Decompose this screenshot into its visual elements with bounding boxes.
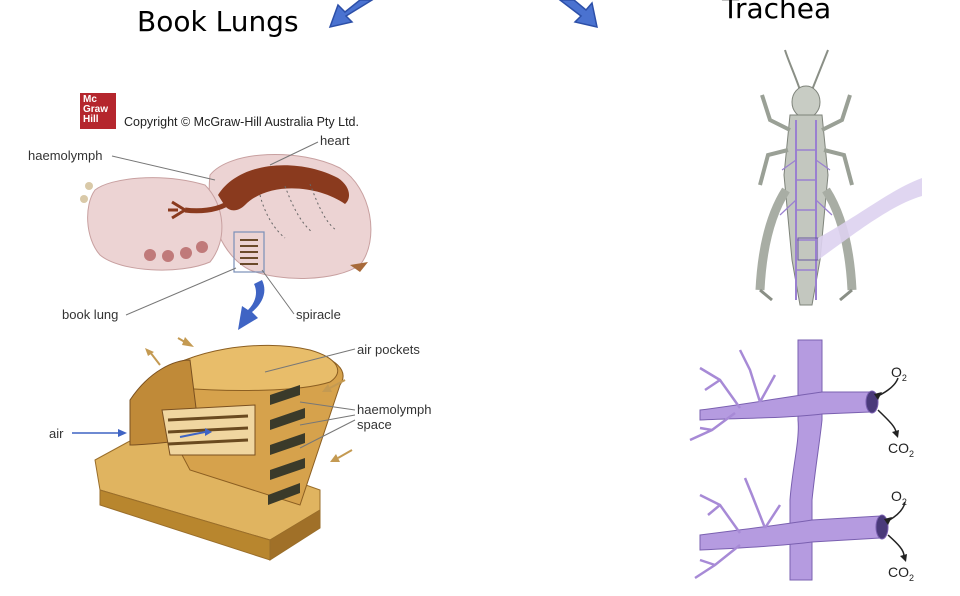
- copyright-notice: Copyright © McGraw-Hill Australia Pty Lt…: [124, 115, 359, 129]
- label-co2-bottom: CO2: [888, 564, 915, 583]
- arrow-to-book-lungs: [328, 0, 374, 29]
- heading-trachea: Trachea: [722, 0, 832, 25]
- label-o2-top: O2: [891, 364, 907, 383]
- spider-illustration: [80, 141, 372, 316]
- trachea-tubes: [689, 339, 907, 581]
- label-o2-bottom: O2: [891, 488, 907, 507]
- grasshopper-illustration: [755, 49, 922, 306]
- label-book-lung: book lung: [62, 307, 119, 322]
- label-air-pockets: air pockets: [357, 342, 420, 357]
- zoom-arrow: [238, 280, 265, 330]
- label-air: air: [49, 426, 64, 441]
- label-heart: heart: [320, 133, 350, 148]
- label-co2-top: CO2: [888, 440, 915, 459]
- arrow-to-trachea: [558, 0, 598, 28]
- label-haemolymph: haemolymph: [28, 148, 103, 163]
- label-haemolymph-space-2: space: [357, 417, 392, 432]
- heading-book-lungs: Book Lungs: [137, 5, 299, 38]
- label-haemolymph-space-1: haemolymph: [357, 402, 432, 417]
- label-spiracle: spiracle: [296, 307, 341, 322]
- book-lung-section: [72, 337, 356, 561]
